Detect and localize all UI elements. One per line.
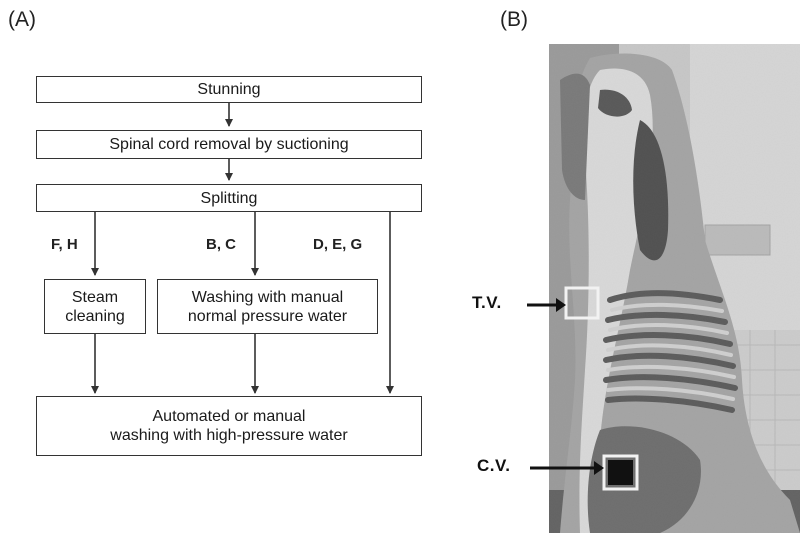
tv-label: T.V. [472,293,502,313]
cv-label: C.V. [477,456,511,476]
